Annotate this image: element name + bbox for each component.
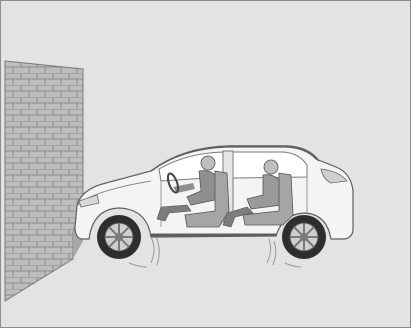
car (75, 146, 353, 267)
brick-wall (5, 61, 83, 301)
front-wheel (97, 215, 141, 259)
motion-lines (129, 237, 301, 267)
rear-wheel (282, 215, 326, 259)
